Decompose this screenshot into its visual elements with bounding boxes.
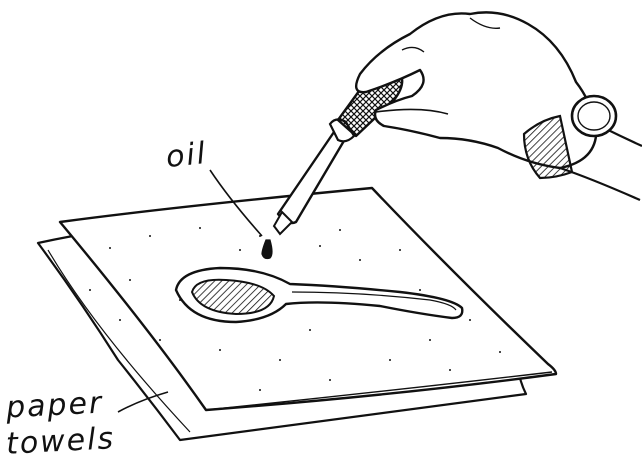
- paper-towels-label-line2: towels: [5, 421, 116, 462]
- paper-towels-label-line1: paper: [5, 385, 104, 425]
- oil-label: oil: [164, 136, 208, 175]
